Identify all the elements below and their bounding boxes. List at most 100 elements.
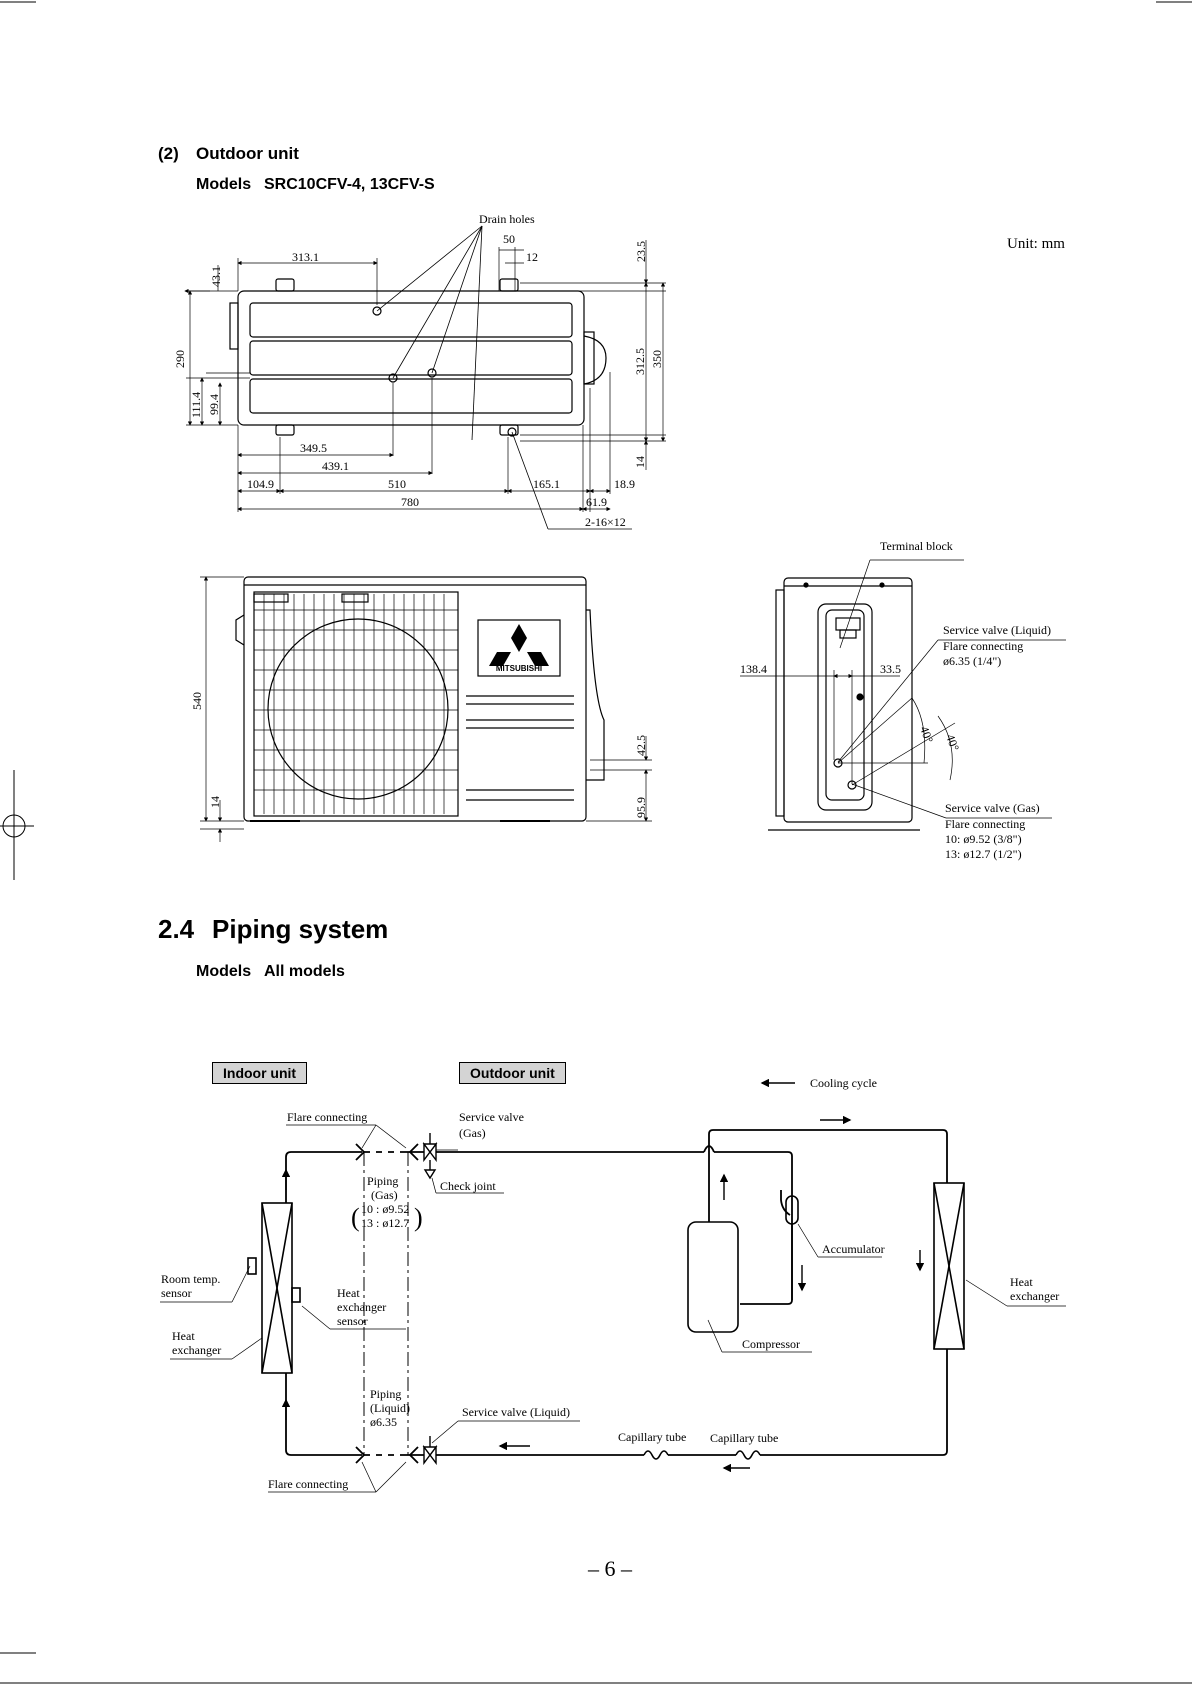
brand-logo: MITSUBISHI — [489, 624, 549, 673]
capillary-tube-label-1: Capillary tube — [618, 1430, 686, 1444]
service-valve-liquid-label: Service valve (Liquid) — [462, 1405, 570, 1419]
angle-40-outer: 40° — [943, 732, 962, 753]
dim-138-4: 138.4 — [740, 662, 767, 676]
service-valve-gas-title: Service valve (Gas) — [945, 801, 1040, 815]
capillary-tube-label-2: Capillary tube — [710, 1431, 778, 1445]
dim-313-1: 313.1 — [292, 250, 319, 264]
room-temp-label-2: sensor — [161, 1286, 192, 1300]
dim-111-4: 111.4 — [189, 392, 203, 418]
outdoor-unit-box: Outdoor unit — [459, 1062, 566, 1084]
dim-23-5: 23.5 — [634, 241, 648, 262]
top-view-dim-labels: Drain holes 313.1 50 12 23.5 43.1 290 11… — [173, 212, 664, 529]
outdoor-section-number: (2) — [158, 144, 179, 163]
service-valve-gas-line3: 13: ø12.7 (1/2") — [945, 847, 1022, 861]
dim-780: 780 — [401, 495, 419, 509]
piping-liquid-label-3: ø6.35 — [370, 1415, 397, 1429]
dim-312-5: 312.5 — [633, 348, 647, 375]
outdoor-heat-exchanger — [933, 1182, 965, 1350]
hx-sensor-label-3: sensor — [337, 1314, 368, 1328]
flow-arrows — [281, 1078, 925, 1473]
compressor-shape — [687, 1221, 739, 1333]
top-view-dims — [184, 240, 666, 512]
outdoor-section-title: Outdoor unit — [196, 144, 299, 163]
service-valve-gas-label-2: (Gas) — [459, 1126, 486, 1140]
outdoor-hx-label-1: Heat — [1010, 1275, 1033, 1289]
dim-42-5: 42.5 — [634, 735, 648, 756]
accumulator-shape — [785, 1195, 799, 1300]
piping-models-label: Models — [196, 963, 252, 980]
service-valve-gas-label-1: Service valve — [459, 1110, 524, 1124]
dim-43-1: 43.1 — [209, 266, 223, 287]
dim-439-1: 439.1 — [322, 459, 349, 473]
top-view-leaders — [376, 225, 632, 530]
hx-sensor-label-2: exchanger — [337, 1300, 386, 1314]
cooling-cycle-label: Cooling cycle — [810, 1076, 877, 1090]
top-view — [229, 278, 607, 437]
mounting-holes-label: 2-16×12 — [585, 515, 626, 529]
dim-165-1: 165.1 — [533, 477, 560, 491]
dim-33-5: 33.5 — [880, 662, 901, 676]
piping-gas-label-3: 10 : ø9.52 — [361, 1202, 409, 1216]
piping-section-title: Piping system — [212, 914, 389, 944]
accumulator-label: Accumulator — [822, 1242, 885, 1256]
dim-14-top: 14 — [633, 456, 647, 468]
check-joint-label: Check joint — [440, 1179, 496, 1193]
piping-liquid-label-1: Piping — [370, 1387, 401, 1401]
indoor-unit-box: Indoor unit — [212, 1062, 308, 1084]
dim-18-9: 18.9 — [614, 477, 635, 491]
dim-510: 510 — [388, 477, 406, 491]
side-view-lines — [740, 559, 1066, 819]
piping-models-value: All models — [264, 963, 345, 980]
service-valve-liquid-title: Service valve (Liquid) — [943, 623, 1051, 637]
indoor-heat-exchanger — [247, 1202, 301, 1374]
dim-12: 12 — [526, 250, 538, 264]
indoor-hx-label-1: Heat — [172, 1329, 195, 1343]
service-valves — [422, 1133, 438, 1466]
service-valve-liquid-line2: ø6.35 (1/4") — [943, 654, 1001, 668]
service-valve-gas-line2: 10: ø9.52 (3/8") — [945, 832, 1022, 846]
paren-right: ) — [414, 1203, 423, 1232]
dim-290: 290 — [173, 350, 187, 368]
front-view — [235, 576, 605, 822]
dim-350: 350 — [650, 350, 664, 368]
drain-holes-label: Drain holes — [479, 212, 535, 226]
dim-50: 50 — [503, 232, 515, 246]
outdoor-models-value: SRC10CFV-4, 13CFV-S — [264, 176, 435, 193]
hx-sensor-label-1: Heat — [337, 1286, 360, 1300]
front-grille — [254, 594, 458, 814]
piping-section-number: 2.4 — [158, 914, 195, 944]
indoor-hx-label-2: exchanger — [172, 1343, 221, 1357]
piping-gas-label-1: Piping — [367, 1174, 398, 1188]
flare-connecting-top-label: Flare connecting — [287, 1110, 367, 1124]
dim-349-5: 349.5 — [300, 441, 327, 455]
flare-connecting-bottom-label: Flare connecting — [268, 1477, 348, 1491]
capillary-tubes — [643, 1450, 761, 1460]
side-view-labels: Terminal block Service valve (Liquid) Fl… — [740, 539, 1051, 861]
side-view — [768, 577, 920, 831]
brand-name: MITSUBISHI — [496, 664, 542, 673]
outdoor-models-label: Models — [196, 176, 252, 193]
piping-liquid-label-2: (Liquid) — [370, 1401, 410, 1415]
piping-gas-label-4: 13 : ø12.7 — [361, 1216, 409, 1230]
service-valve-liquid-line1: Flare connecting — [943, 639, 1023, 653]
dim-104-9: 104.9 — [247, 477, 274, 491]
front-view-dim-labels: 540 14 42.5 95.9 — [190, 692, 648, 818]
flare-connectors — [355, 1143, 419, 1464]
terminal-block-label: Terminal block — [880, 539, 953, 553]
room-temp-label-1: Room temp. — [161, 1272, 220, 1286]
service-valve-gas-line1: Flare connecting — [945, 817, 1025, 831]
dim-61-9: 61.9 — [586, 495, 607, 509]
page-number: – 6 – — [588, 1556, 632, 1581]
piping-dashdot — [363, 1152, 409, 1455]
dim-14-front: 14 — [208, 796, 222, 808]
piping-gas-label-2: (Gas) — [371, 1188, 398, 1202]
unit-note: Unit: mm — [1007, 236, 1065, 252]
piping-leaders — [160, 1124, 1066, 1493]
angle-40-inner: 40° — [917, 724, 936, 745]
front-view-dims — [200, 576, 652, 842]
dim-540: 540 — [190, 692, 204, 710]
paren-left: ( — [351, 1203, 360, 1232]
